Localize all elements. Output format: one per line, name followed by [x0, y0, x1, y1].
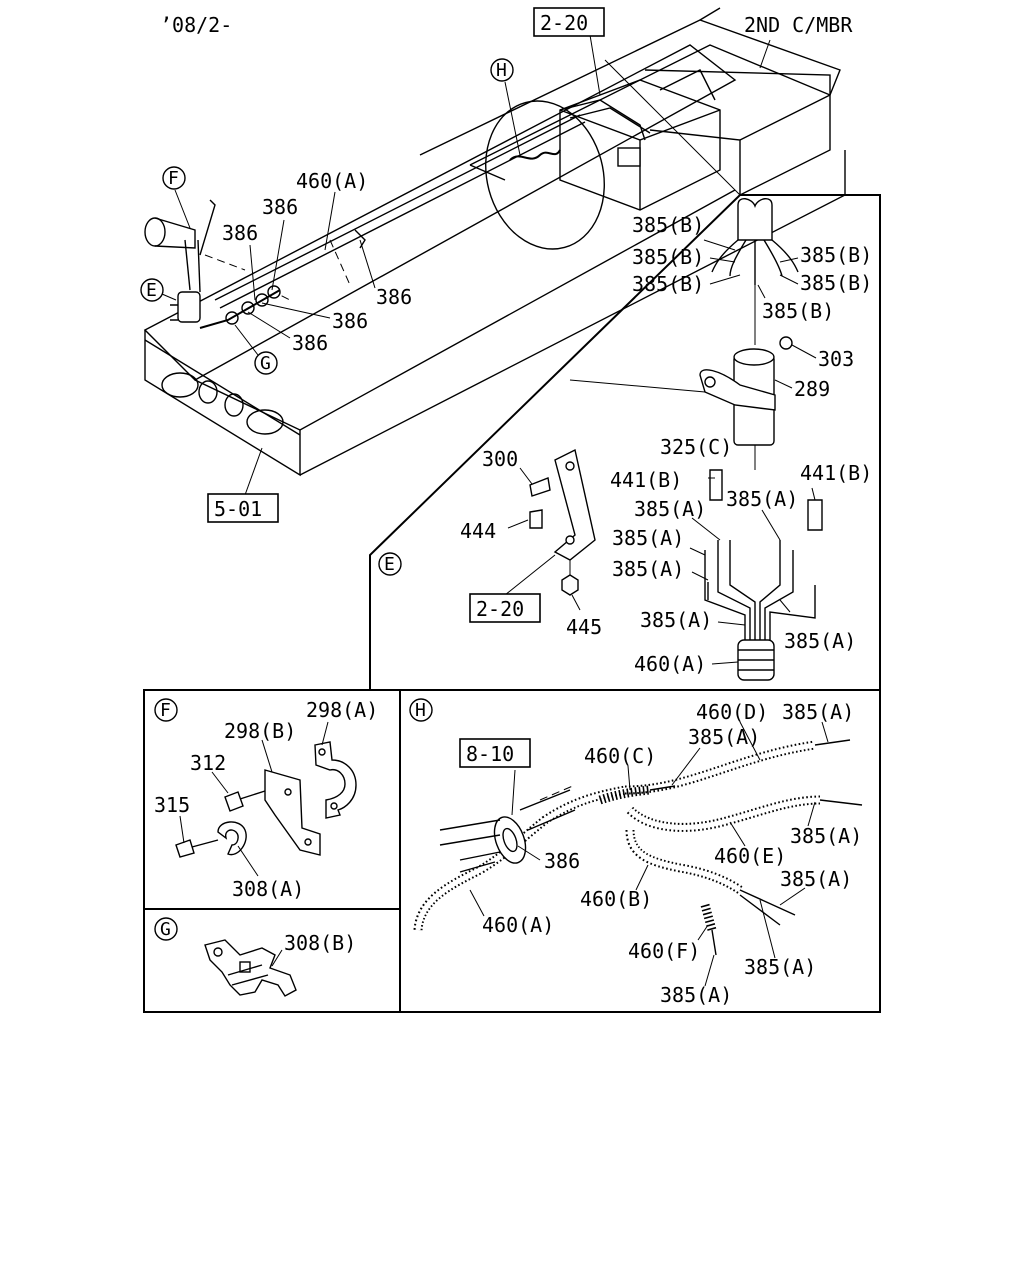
frame-illustration	[143, 7, 846, 477]
clamp-289	[699, 336, 793, 470]
part-385b-2: 385(B)	[632, 245, 704, 269]
part-386-top: 386	[262, 195, 298, 219]
detail-g-parts	[204, 939, 297, 997]
part-460b: 460(B)	[580, 887, 652, 911]
view-marker-f-main[interactable]: F	[162, 166, 186, 190]
svg-text:G: G	[260, 353, 271, 374]
part-325c: 325(C)	[660, 435, 732, 459]
part-460a-e: 460(A)	[634, 652, 706, 676]
view-marker-g-main[interactable]: G	[254, 351, 278, 375]
part-300: 300	[482, 447, 518, 471]
detail-e-panel	[369, 59, 881, 690]
part-441b-right: 441(B)	[800, 461, 872, 485]
svg-text:H: H	[496, 60, 507, 81]
part-385b-1: 385(B)	[632, 213, 704, 237]
part-385b-5: 385(B)	[800, 271, 872, 295]
part-385a-1: 385(A)	[634, 497, 706, 521]
main-leaders	[161, 34, 601, 496]
part-386-low: 386	[292, 331, 328, 355]
ref-box-2-20-mid[interactable]: 2-20	[469, 593, 541, 623]
svg-text:5-01: 5-01	[214, 497, 262, 521]
part-385a-3: 385(A)	[612, 526, 684, 550]
view-marker-h-main[interactable]: H	[490, 58, 514, 82]
part-460a-h: 460(A)	[482, 913, 554, 937]
svg-text:H: H	[415, 700, 426, 721]
svg-text:F: F	[160, 700, 171, 721]
svg-text:8-10: 8-10	[466, 742, 514, 766]
detail-h-leaders	[469, 721, 829, 987]
part-385b-6: 385(B)	[762, 299, 834, 323]
part-441b-left: 441(B)	[610, 468, 682, 492]
part-385b-4: 385(B)	[632, 272, 704, 296]
svg-text:2-20: 2-20	[476, 597, 524, 621]
view-marker-e-main[interactable]: E	[140, 278, 164, 302]
part-303: 303	[818, 347, 854, 371]
member-label: 2ND C/MBR	[744, 13, 853, 37]
part-298b: 298(B)	[224, 719, 296, 743]
svg-text:E: E	[146, 280, 157, 301]
part-385a-2: 385(A)	[726, 487, 798, 511]
part-460f: 460(F)	[628, 939, 700, 963]
pipe-bundle-385a	[704, 540, 816, 681]
part-308b: 308(B)	[284, 931, 356, 955]
detail-f-leaders	[179, 721, 329, 877]
part-460d: 460(D)	[696, 700, 768, 724]
part-385a-h2: 385(A)	[688, 725, 760, 749]
part-445: 445	[566, 615, 602, 639]
date-code: ’08/2-	[160, 13, 232, 37]
part-385a-6: 385(A)	[784, 629, 856, 653]
part-385a-h6: 385(A)	[660, 983, 732, 1007]
part-298a: 298(A)	[306, 698, 378, 722]
part-385a-5: 385(A)	[640, 608, 712, 632]
part-385b-3: 385(B)	[800, 243, 872, 267]
part-460c: 460(C)	[584, 744, 656, 768]
view-marker-g-detail[interactable]: G	[154, 917, 178, 941]
part-386-h: 386	[544, 849, 580, 873]
part-386-rail: 386	[376, 285, 412, 309]
part-385a-4: 385(A)	[612, 557, 684, 581]
ref-box-5-01[interactable]: 5-01	[207, 493, 279, 523]
svg-text:G: G	[160, 919, 171, 940]
view-marker-h-detail[interactable]: H	[409, 698, 433, 722]
ref-box-8-10[interactable]: 8-10	[459, 738, 531, 768]
part-385a-h5: 385(A)	[744, 955, 816, 979]
part-460e: 460(E)	[714, 844, 786, 868]
part-386-left: 386	[222, 221, 258, 245]
view-marker-f-detail[interactable]: F	[154, 698, 178, 722]
svg-text:F: F	[168, 168, 179, 189]
part-315: 315	[154, 793, 190, 817]
part-312: 312	[190, 751, 226, 775]
detail-h-harness	[413, 739, 863, 956]
part-385a-h3: 385(A)	[790, 824, 862, 848]
view-marker-e-detail[interactable]: E	[378, 552, 402, 576]
detail-e-leaders	[504, 239, 817, 665]
bracket-2-20	[529, 379, 706, 596]
part-289: 289	[794, 377, 830, 401]
part-385a-h4: 385(A)	[780, 867, 852, 891]
svg-text:E: E	[384, 554, 395, 575]
connector-385b	[711, 198, 799, 345]
part-308a: 308(A)	[232, 877, 304, 901]
part-444: 444	[460, 519, 496, 543]
detail-f-parts	[175, 741, 357, 858]
svg-text:2-20: 2-20	[540, 11, 588, 35]
ref-box-2-20-top[interactable]: 2-20	[533, 7, 605, 37]
part-386-mid: 386	[332, 309, 368, 333]
part-460a-main: 460(A)	[296, 169, 368, 193]
part-385a-h1: 385(A)	[782, 700, 854, 724]
lower-panels-frame	[143, 689, 881, 1013]
